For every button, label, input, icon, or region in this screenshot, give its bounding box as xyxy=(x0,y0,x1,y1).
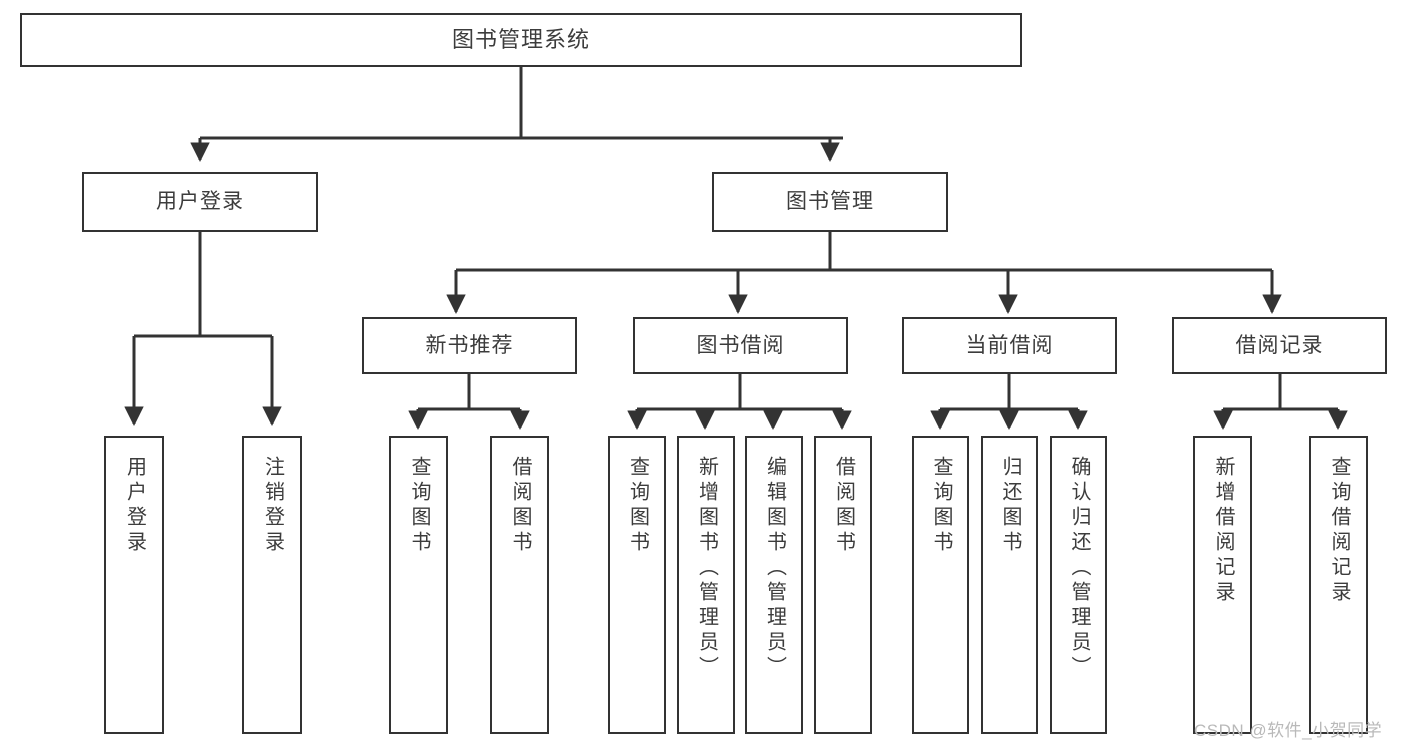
node-leaf-query-book-2-label: 查询图书 xyxy=(626,456,649,556)
node-leaf-user-login[interactable]: 用户登录 xyxy=(104,436,164,734)
node-leaf-add-record[interactable]: 新增借阅记录 xyxy=(1193,436,1252,734)
node-new-book-recommend[interactable]: 新书推荐 xyxy=(362,317,577,374)
node-current-borrow-label: 当前借阅 xyxy=(965,333,1054,357)
node-borrow-record[interactable]: 借阅记录 xyxy=(1172,317,1387,374)
node-leaf-user-login-label: 用户登录 xyxy=(123,456,146,556)
node-book-borrow[interactable]: 图书借阅 xyxy=(633,317,848,374)
node-leaf-query-record-label: 查询借阅记录 xyxy=(1328,456,1350,606)
node-book-manage-label: 图书管理 xyxy=(786,190,874,214)
node-book-borrow-label: 图书借阅 xyxy=(696,333,785,357)
node-leaf-add-book-label: 新增图书（管理员） xyxy=(695,456,718,681)
node-root[interactable]: 图书管理系统 xyxy=(20,13,1022,67)
node-leaf-borrow-book-1-label: 借阅图书 xyxy=(509,456,531,556)
node-leaf-confirm-return-label: 确认归还（管理员） xyxy=(1068,456,1090,681)
node-leaf-query-book-1[interactable]: 查询图书 xyxy=(389,436,448,734)
node-leaf-confirm-return[interactable]: 确认归还（管理员） xyxy=(1050,436,1107,734)
node-leaf-borrow-book-2[interactable]: 借阅图书 xyxy=(814,436,872,734)
node-current-borrow[interactable]: 当前借阅 xyxy=(902,317,1117,374)
node-leaf-borrow-book-1[interactable]: 借阅图书 xyxy=(490,436,549,734)
node-user-login[interactable]: 用户登录 xyxy=(82,172,318,232)
node-leaf-add-record-label: 新增借阅记录 xyxy=(1212,456,1234,606)
node-leaf-query-record[interactable]: 查询借阅记录 xyxy=(1309,436,1368,734)
node-new-book-recommend-label: 新书推荐 xyxy=(425,333,514,357)
node-root-label: 图书管理系统 xyxy=(451,26,590,52)
node-leaf-edit-book-label: 编辑图书（管理员） xyxy=(763,456,786,681)
node-leaf-query-book-2[interactable]: 查询图书 xyxy=(608,436,666,734)
node-leaf-query-book-1-label: 查询图书 xyxy=(408,456,430,556)
node-leaf-add-book[interactable]: 新增图书（管理员） xyxy=(677,436,735,734)
node-leaf-return-book-label: 归还图书 xyxy=(999,456,1021,556)
node-leaf-edit-book[interactable]: 编辑图书（管理员） xyxy=(745,436,803,734)
node-borrow-record-label: 借阅记录 xyxy=(1235,333,1324,357)
node-leaf-return-book[interactable]: 归还图书 xyxy=(981,436,1038,734)
node-leaf-borrow-book-2-label: 借阅图书 xyxy=(832,456,855,556)
node-leaf-query-book-3-label: 查询图书 xyxy=(930,456,952,556)
node-leaf-logout-login[interactable]: 注销登录 xyxy=(242,436,302,734)
csdn-watermark: CSDN @软件_小贺同学 xyxy=(1194,721,1383,740)
node-book-manage[interactable]: 图书管理 xyxy=(712,172,948,232)
node-leaf-query-book-3[interactable]: 查询图书 xyxy=(912,436,969,734)
node-user-login-label: 用户登录 xyxy=(156,190,244,214)
node-leaf-logout-login-label: 注销登录 xyxy=(261,456,284,556)
